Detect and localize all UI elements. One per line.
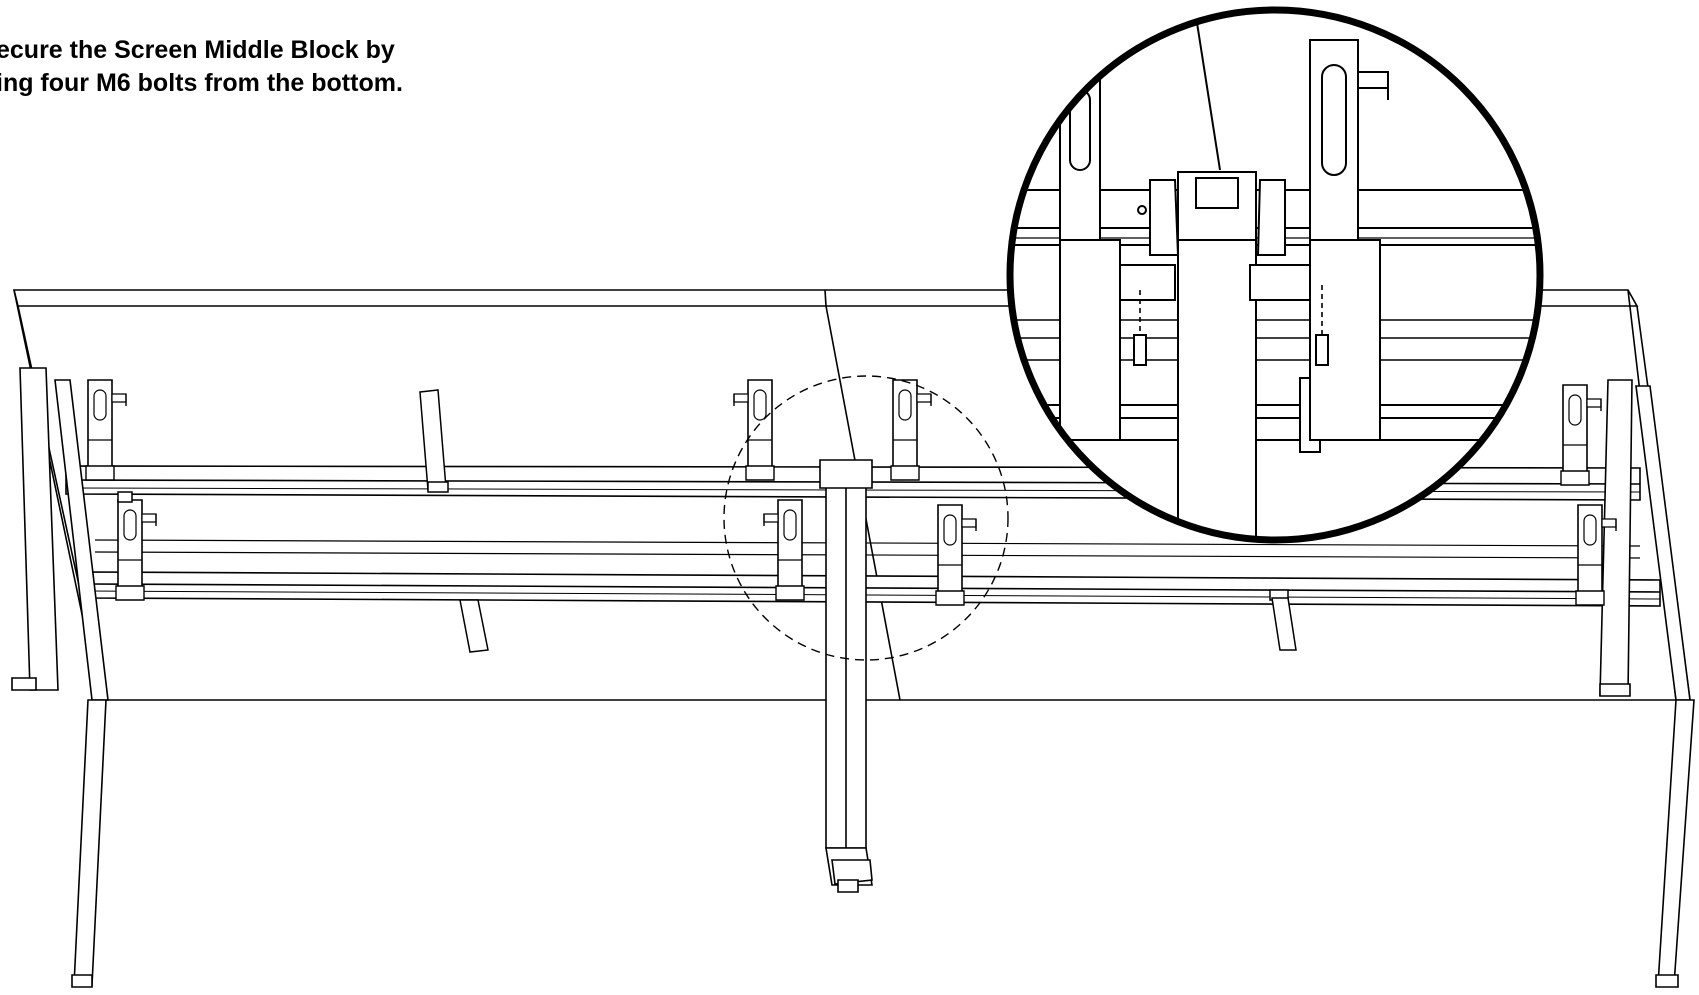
detail-magnified-view [1000,10,1560,540]
detail-callout-circle [724,376,1008,660]
cross-bar [95,540,1640,558]
rail-links [118,390,1296,652]
instruction-line-1: ecure the Screen Middle Block by [0,36,395,64]
leg-right [1600,380,1694,987]
leg-left [12,368,108,987]
beam-lower [90,572,1660,606]
instruction-text: ecure the Screen Middle Block by ing fou… [0,34,556,100]
instruction-line-2: ing four M6 bolts from the bottom. [0,69,403,97]
leg-center [820,460,872,892]
